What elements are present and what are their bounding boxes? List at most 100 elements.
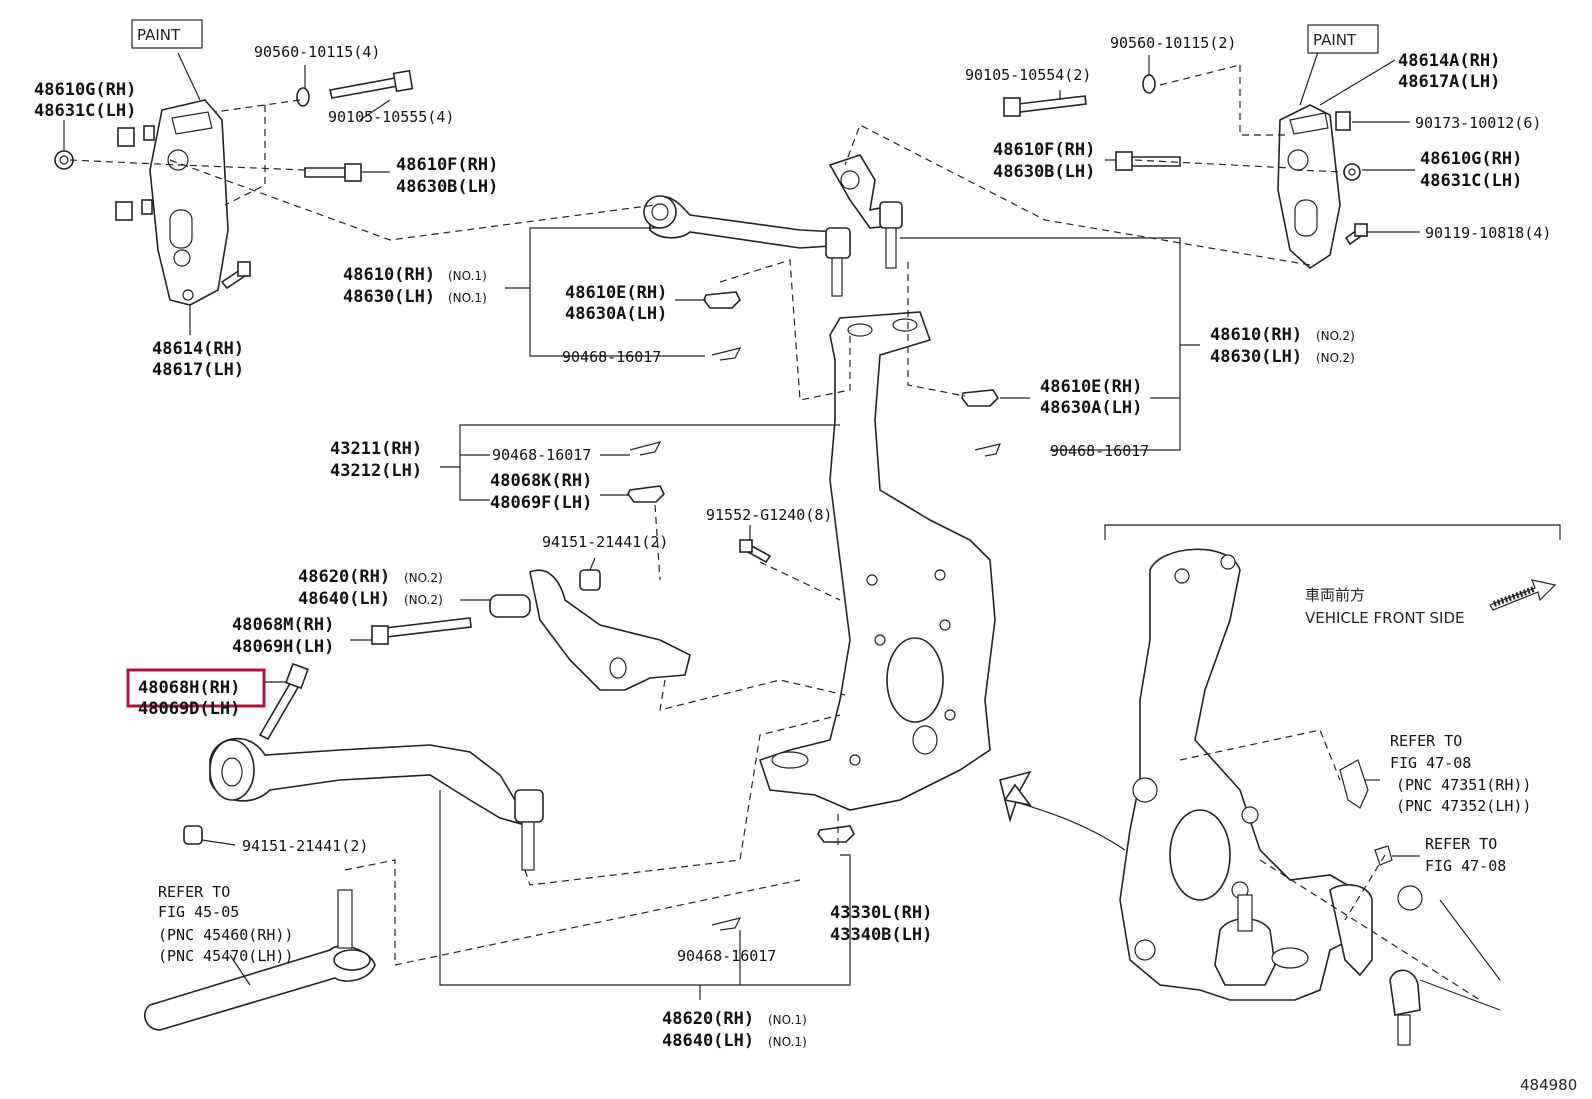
label-43211-rh[interactable]: 43211(RH) [330,439,422,459]
label-no1-a: (NO.1) [448,269,487,283]
label-48069h-lh[interactable]: 48069H(LH) [232,637,334,657]
label-pnc-47351: (PNC 47351(RH)) [1396,776,1531,794]
bolt-48610f-right[interactable] [1115,151,1181,171]
label-48620-rh-no2[interactable]: 48620(RH) [298,567,390,587]
washer-90560-4[interactable] [296,87,310,107]
label-90468-a[interactable]: 90468-16017 [562,348,661,366]
label-48610f-rh-right[interactable]: 48610F(RH) [993,140,1095,160]
label-48630-lh-no1[interactable]: 48630(LH) [343,287,435,307]
label-48610-rh-no1[interactable]: 48610(RH) [343,265,435,285]
label-48614a-rh[interactable]: 48614A(RH) [1398,51,1500,71]
label-43340b-lh[interactable]: 43340B(LH) [830,925,932,945]
small-bolt-left[interactable] [220,261,251,290]
nut-43330l[interactable] [817,825,855,843]
steering-knuckle-43211[interactable] [758,311,996,811]
label-43330l-rh[interactable]: 43330L(RH) [830,903,932,923]
label-48630b-lh-right[interactable]: 48630B(LH) [993,162,1095,182]
bolt-48068m[interactable] [371,617,472,645]
bolt-48068h[interactable] [258,662,309,741]
highlight-box [126,668,266,708]
label-fig-47-08-b[interactable]: FIG 47-08 [1425,857,1506,875]
label-90105-10554[interactable]: 90105-10554(2) [965,66,1091,84]
leader-lines [63,51,1420,1000]
nut-48610e-left[interactable] [703,291,741,309]
bolt-90105-10555[interactable] [329,69,414,99]
label-48631c-lh-right[interactable]: 48631C(LH) [1420,171,1522,191]
upper-arm-no1[interactable] [643,195,851,297]
label-43212-lh[interactable]: 43212(LH) [330,461,422,481]
bolt-91552[interactable] [739,539,772,564]
label-94151-a[interactable]: 94151-21441(2) [542,533,668,551]
label-48610f-rh-left[interactable]: 48610F(RH) [396,155,498,175]
label-48069f-lh[interactable]: 48069F(LH) [490,493,592,513]
lower-arm-no1[interactable] [209,737,544,871]
label-90468-b[interactable]: 90468-16017 [1050,442,1149,460]
nut-48610e-right[interactable] [961,389,1000,407]
label-48631c-lh[interactable]: 48631C(LH) [34,101,136,121]
label-90119[interactable]: 90119-10818(4) [1425,224,1551,242]
label-48630a-lh-left[interactable]: 48630A(LH) [565,304,667,324]
washer-90560-2[interactable] [1142,74,1156,94]
bushing-pads-left[interactable] [115,125,155,221]
label-refer-to-b: REFER TO [1390,732,1462,750]
label-48610e-rh-right[interactable]: 48610E(RH) [1040,377,1142,397]
label-90105-10555[interactable]: 90105-10555(4) [328,108,454,126]
lower-arm-no2[interactable] [489,569,691,691]
label-90468-c[interactable]: 90468-16017 [492,446,591,464]
paint-label-right: PAINT [1313,31,1357,49]
label-fig-45-05[interactable]: FIG 45-05 [158,903,239,921]
bolt-90105-10554[interactable] [1003,95,1087,117]
nut-90173[interactable] [1335,111,1351,131]
label-refer-to-a: REFER TO [158,883,230,901]
label-48640-lh-no2[interactable]: 48640(LH) [298,589,390,609]
nut-94151-a[interactable] [579,569,601,591]
diagram-id: 484980 [1520,1076,1577,1094]
label-48068h-rh[interactable]: 48068H(RH) [138,678,240,698]
cotter-pin-90468-a[interactable] [711,347,742,361]
nut-48610g-right[interactable] [1343,163,1361,181]
label-90468-d[interactable]: 90468-16017 [677,947,776,965]
label-no2-c: (NO.2) [404,571,443,585]
cotter-pin-90468-d[interactable] [711,917,742,931]
label-90173[interactable]: 90173-10012(6) [1415,114,1541,132]
nut-48068k[interactable] [627,485,665,503]
label-48630a-lh-right[interactable]: 48630A(LH) [1040,398,1142,418]
label-48069d-lh[interactable]: 48069D(LH) [138,699,240,719]
label-48614-rh[interactable]: 48614(RH) [152,339,244,359]
label-vehicle-jp: 車両前方 [1305,586,1365,604]
nut-94151-b[interactable] [183,825,203,845]
label-48610g-rh-right[interactable]: 48610G(RH) [1420,149,1522,169]
label-fig-47-08-a[interactable]: FIG 47-08 [1390,754,1471,772]
bracket-48614[interactable] [149,99,229,306]
label-48617a-lh[interactable]: 48617A(LH) [1398,72,1500,92]
cotter-pin-90468-c[interactable] [629,441,662,456]
paint-box-right [1307,24,1379,54]
label-48640-lh-no1[interactable]: 48640(LH) [662,1031,754,1051]
label-pnc-47352: (PNC 47352(LH)) [1396,797,1531,815]
label-no2-b: (NO.2) [1316,351,1355,365]
label-48610-rh-no2[interactable]: 48610(RH) [1210,325,1302,345]
label-48068k-rh[interactable]: 48068K(RH) [490,471,592,491]
label-no1-c: (NO.1) [768,1013,807,1027]
cotter-pin-90468-b[interactable] [974,443,1001,457]
label-94151-b[interactable]: 94151-21441(2) [242,837,368,855]
label-48610e-rh-left[interactable]: 48610E(RH) [565,283,667,303]
label-48620-rh-no1[interactable]: 48620(RH) [662,1009,754,1029]
bolt-48610f-left[interactable] [304,163,362,182]
label-48068m-rh[interactable]: 48068M(RH) [232,615,334,635]
label-48617-lh[interactable]: 48617(LH) [152,360,244,380]
label-48610g-rh[interactable]: 48610G(RH) [34,80,136,100]
bracket-48614a[interactable] [1277,104,1341,270]
label-no1-d: (NO.1) [768,1035,807,1049]
tie-rod-end[interactable] [144,889,376,1031]
upper-arm-no2[interactable] [828,154,903,269]
label-90560-2[interactable]: 90560-10115(2) [1110,34,1236,52]
label-91552[interactable]: 91552-G1240(8) [706,506,832,524]
label-no1-b: (NO.1) [448,291,487,305]
label-90560-4[interactable]: 90560-10115(4) [254,43,380,61]
label-48630b-lh-left[interactable]: 48630B(LH) [396,177,498,197]
label-48630-lh-no2[interactable]: 48630(LH) [1210,347,1302,367]
bolt-90119[interactable] [1344,223,1368,246]
label-refer-to-c: REFER TO [1425,835,1497,853]
